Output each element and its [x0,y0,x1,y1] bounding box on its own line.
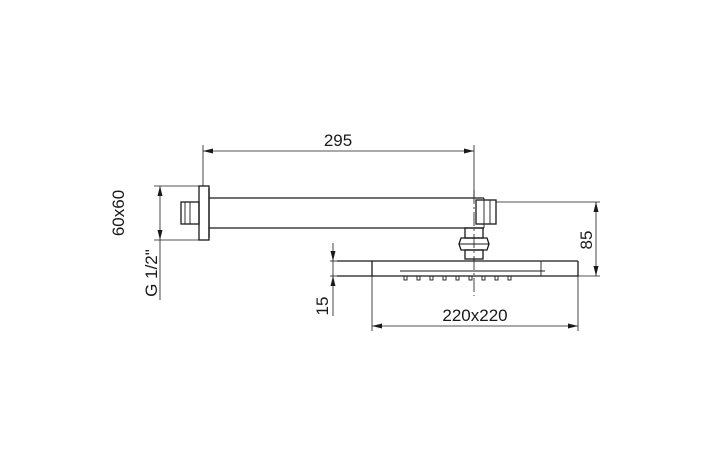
dimension-head-thickness: 15 [313,243,337,316]
arm-length-label: 295 [324,131,352,150]
thread-fitting [180,201,200,225]
shower-head [337,260,579,277]
dimension-head-size: 220x220 [371,276,579,331]
height-label: 85 [577,231,596,250]
head-thickness-label: 15 [313,297,332,316]
shower-arm [209,197,484,229]
dimension-thread: G 1/2" [142,240,161,300]
spray-nozzles [403,275,512,281]
arm-end-elbow [475,198,497,228]
wall-flange [198,185,210,241]
thread-label: G 1/2" [142,249,161,297]
dimension-height: 85 [496,201,600,277]
head-size-label: 220x220 [442,306,507,325]
flange-size-label: 60x60 [109,190,128,236]
dimension-arm-length: 295 [202,131,475,198]
dimension-flange-size: 60x60 [109,185,199,241]
